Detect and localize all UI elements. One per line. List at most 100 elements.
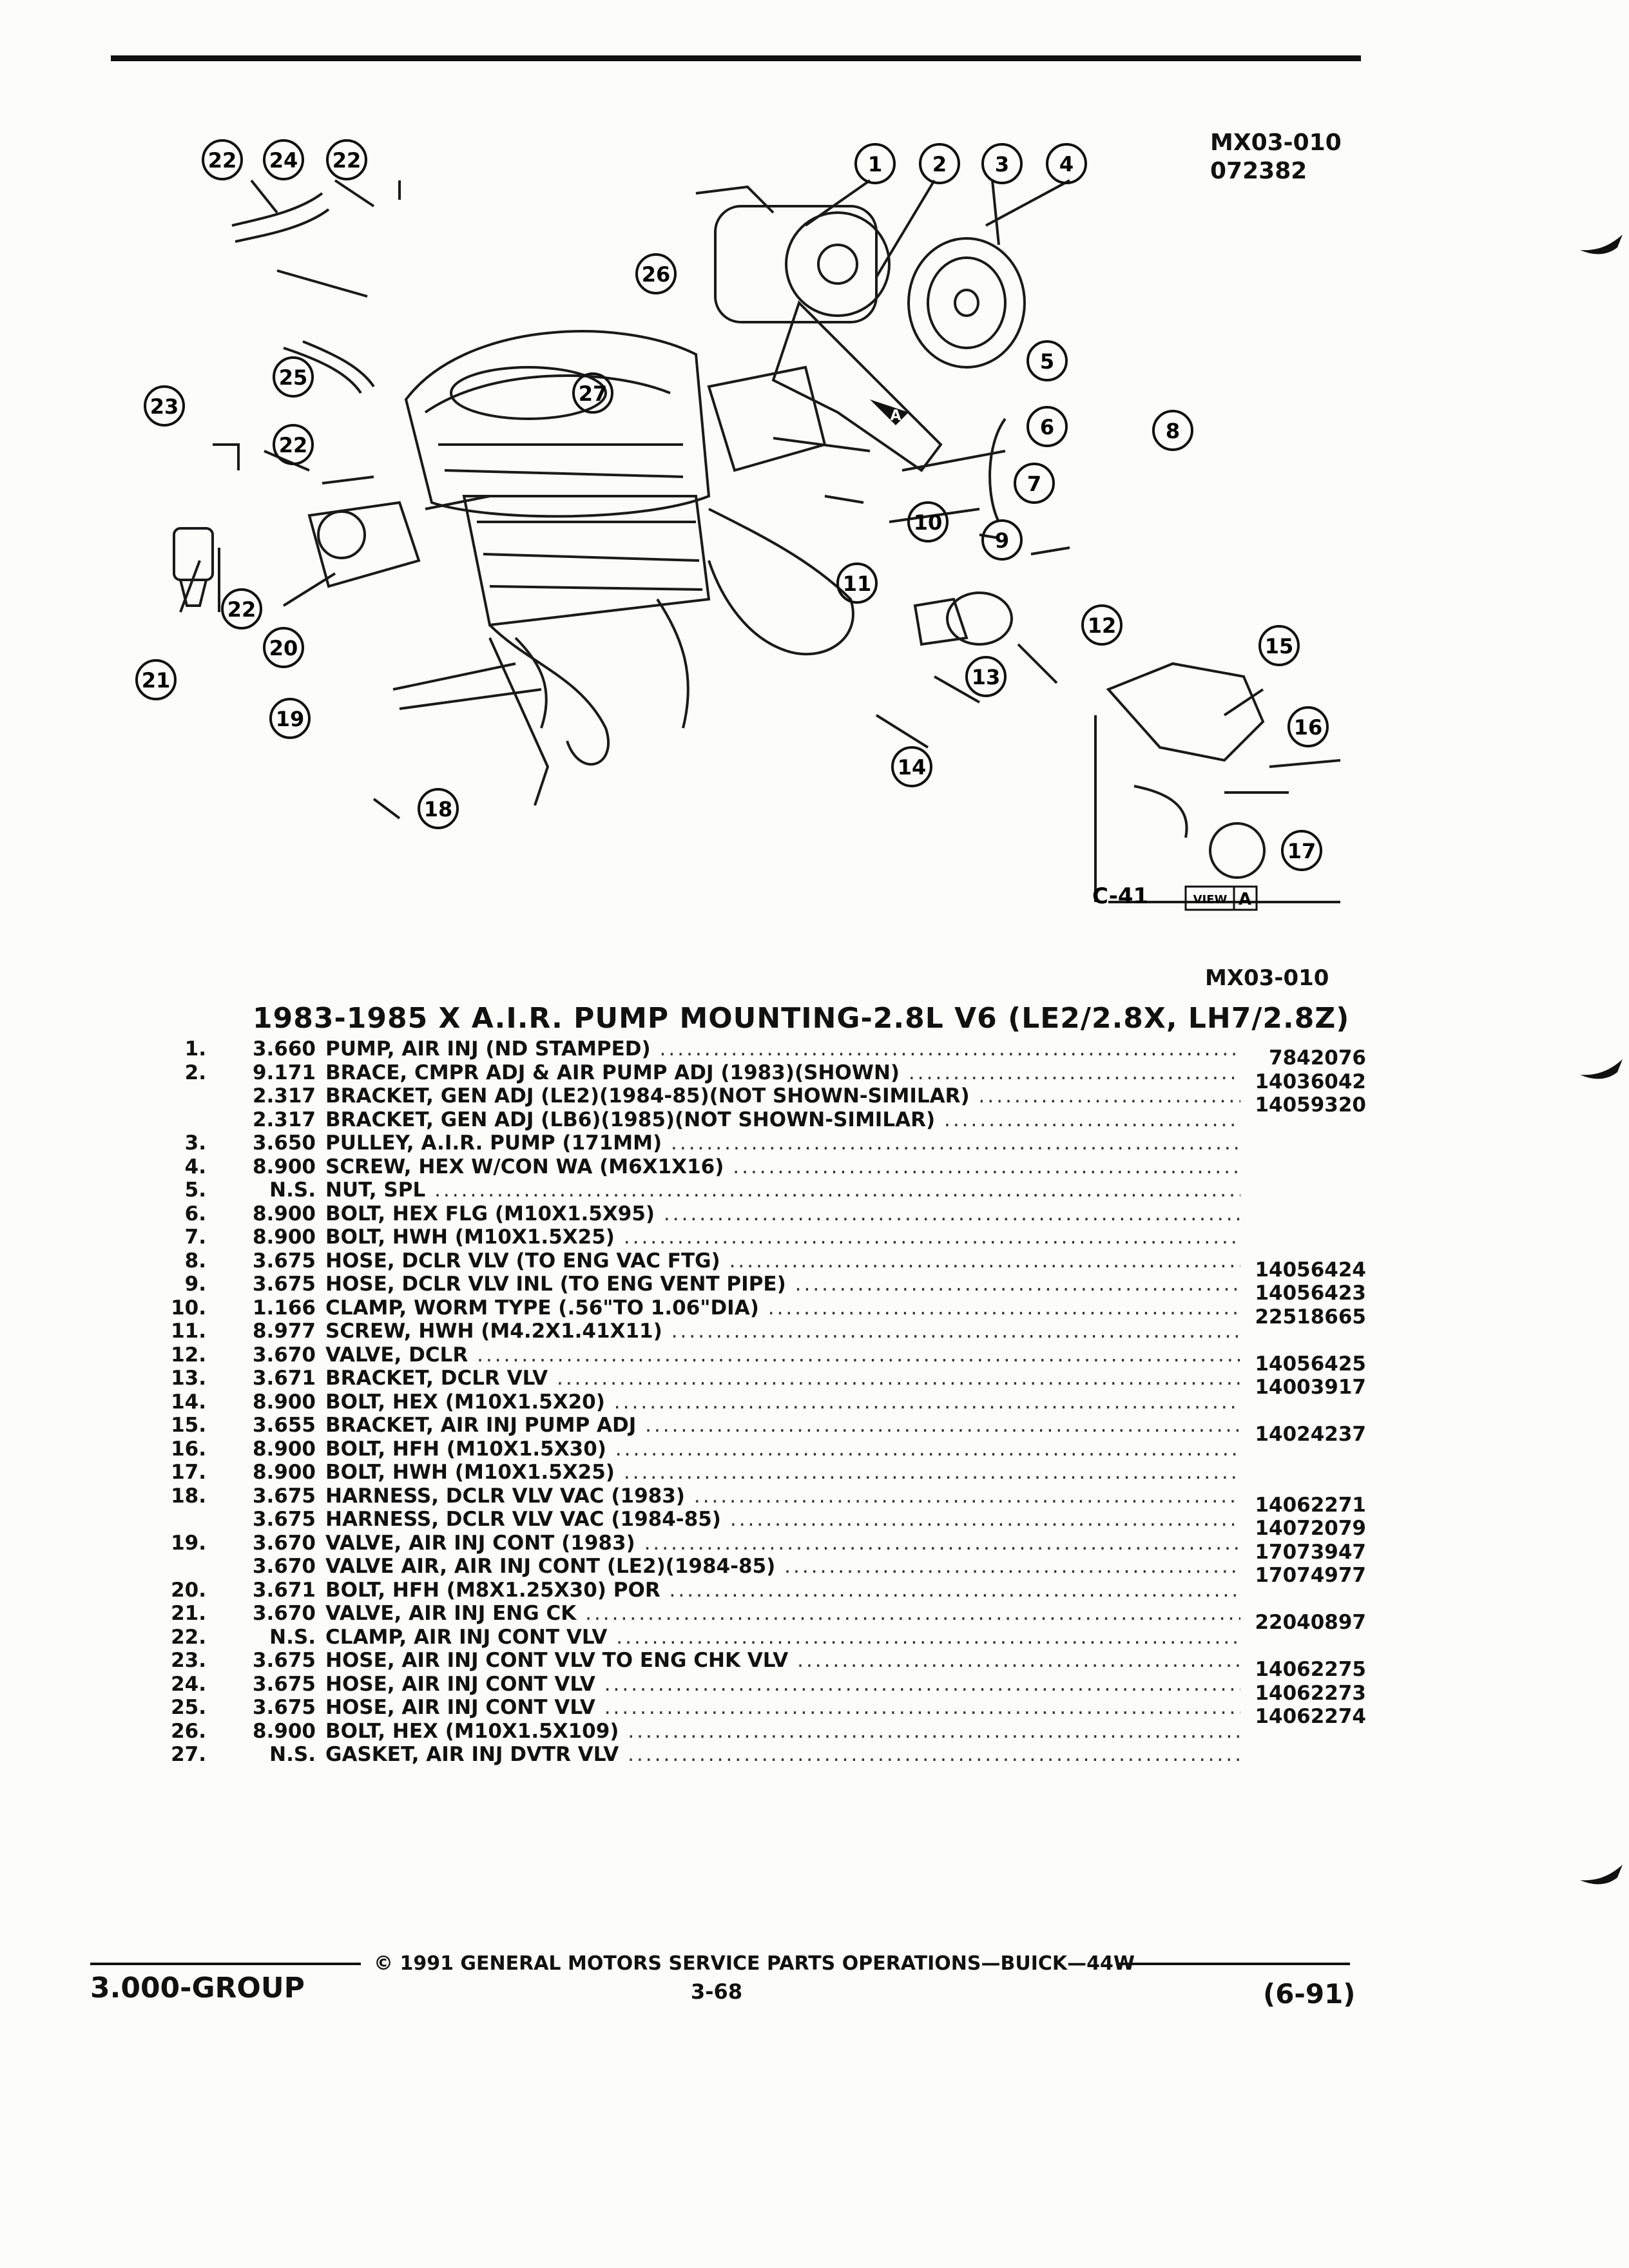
part-group-number: 3.670 xyxy=(252,1343,316,1367)
part-item-number: 11. xyxy=(171,1320,206,1343)
svg-text:25: 25 xyxy=(279,365,308,390)
drawing-date-code: 072382 xyxy=(1210,158,1307,184)
svg-text:17: 17 xyxy=(1287,839,1316,863)
callout-13: 13 xyxy=(965,656,1007,697)
part-group-number: 3.670 xyxy=(252,1555,316,1578)
leader-dots: ........................................… xyxy=(604,1672,1240,1696)
part-detail: , CMPR ADJ & AIR PUMP ADJ (1983)(SHOWN) xyxy=(400,1061,900,1084)
drawing-id-bottom: MX03-010 xyxy=(1205,965,1329,991)
part-name: CLAMP xyxy=(325,1296,400,1320)
top-rule xyxy=(111,55,1361,61)
part-group-number: 3.671 xyxy=(252,1367,316,1390)
leader-dots: ........................................… xyxy=(943,1108,1240,1131)
part-item-number: 16. xyxy=(171,1437,206,1461)
svg-text:22: 22 xyxy=(279,433,308,457)
part-detail: , HEX (M10X1.5X20) xyxy=(378,1390,605,1414)
svg-text:20: 20 xyxy=(269,636,298,660)
leader-dots: ........................................… xyxy=(628,1719,1240,1743)
part-item-number: 7. xyxy=(184,1225,206,1249)
svg-text:19: 19 xyxy=(276,707,305,731)
leader-dots: ........................................… xyxy=(978,1084,1240,1108)
svg-text:5: 5 xyxy=(1040,349,1054,374)
binder-mark xyxy=(1580,1059,1623,1079)
part-detail: , HEX (M10X1.5X109) xyxy=(378,1719,619,1743)
part-group-number: 3.670 xyxy=(252,1531,316,1555)
part-description: HOSE, AIR INJ CONT VLV .................… xyxy=(325,1673,1240,1696)
part-item-number: 8. xyxy=(184,1249,206,1273)
part-group-number: 3.675 xyxy=(252,1273,316,1296)
leader-dots: ........................................… xyxy=(797,1649,1240,1672)
leader-dots: ........................................… xyxy=(693,1484,1240,1508)
part-description: BOLT, HWH (M10X1.5X25) .................… xyxy=(325,1225,1240,1249)
callout-22: 22 xyxy=(202,139,243,180)
leader-dots: ........................................… xyxy=(556,1367,1240,1390)
part-item-number: 20. xyxy=(171,1578,206,1602)
part-number: 14062275 xyxy=(1255,1658,1366,1681)
part-item-number: 17. xyxy=(171,1461,206,1484)
part-number: 22518665 xyxy=(1255,1305,1366,1329)
part-item-number: 3. xyxy=(184,1131,206,1155)
callout-24: 25 xyxy=(273,356,314,398)
part-detail: , HEX FLG (M10X1.5X95) xyxy=(378,1202,655,1225)
part-name: VALVE xyxy=(325,1602,394,1625)
part-group-number: 3.671 xyxy=(252,1578,316,1602)
part-name: BOLT xyxy=(325,1437,378,1461)
part-name: VALVE xyxy=(325,1343,394,1367)
part-number: 14062273 xyxy=(1255,1681,1366,1705)
callout-23: 23 xyxy=(144,385,185,427)
leader-dots: ........................................… xyxy=(908,1061,1240,1084)
part-detail: , AIR INJ PUMP ADJ xyxy=(426,1414,637,1437)
part-group-number: 8.900 xyxy=(252,1461,316,1484)
svg-text:VIEW: VIEW xyxy=(1193,893,1228,907)
engine-drawing xyxy=(173,179,1341,903)
callout-3: 3 xyxy=(981,143,1023,184)
part-item-number: 2. xyxy=(184,1061,206,1084)
part-number: 14056423 xyxy=(1255,1282,1366,1305)
part-item-number: 21. xyxy=(171,1602,206,1625)
callout-20: 20 xyxy=(263,627,304,668)
part-detail: , GEN ADJ (LB6)(1985)(NOT SHOWN-SIMILAR) xyxy=(426,1108,936,1131)
part-name: BOLT xyxy=(325,1225,378,1249)
part-group-number: 8.900 xyxy=(252,1202,316,1225)
svg-text:1: 1 xyxy=(868,152,882,177)
part-item-number: 15. xyxy=(171,1414,206,1437)
part-description: HOSE, DCLR VLV (TO ENG VAC FTG) ........… xyxy=(325,1249,1240,1273)
part-group-number: 3.660 xyxy=(252,1037,316,1061)
part-item-number: 22. xyxy=(171,1625,206,1649)
part-row: 22.N.S.CLAMP, AIR INJ CONT VLV .........… xyxy=(155,1626,1366,1649)
part-detail: , DCLR xyxy=(394,1343,468,1367)
callout-22: 22 xyxy=(326,139,367,180)
part-name: SCREW xyxy=(325,1320,404,1343)
part-group-number: 3.650 xyxy=(252,1131,316,1155)
svg-text:A: A xyxy=(1239,890,1251,909)
svg-text:12: 12 xyxy=(1088,613,1117,638)
part-name: HOSE xyxy=(325,1672,387,1696)
part-group-number: 9.171 xyxy=(252,1061,316,1084)
part-detail: , HWH (M4.2X1.41X11) xyxy=(403,1320,662,1343)
part-description: BRACE, CMPR ADJ & AIR PUMP ADJ (1983)(SH… xyxy=(325,1061,1240,1084)
svg-text:22: 22 xyxy=(227,597,256,622)
callout-6: 6 xyxy=(1027,406,1068,447)
part-detail: , HFH (M8X1.25X30) POR xyxy=(378,1578,660,1602)
callout-14: 14 xyxy=(891,746,932,787)
part-name: VALVE AIR xyxy=(325,1555,440,1578)
part-description: BRACKET, GEN ADJ (LE2)(1984-85)(NOT SHOW… xyxy=(325,1084,1240,1108)
svg-text:22: 22 xyxy=(208,148,237,173)
svg-text:24: 24 xyxy=(269,148,298,173)
view-label-box: VIEW A xyxy=(1184,885,1258,911)
part-description: NUT, SPL ...............................… xyxy=(325,1178,1240,1202)
part-name: HOSE xyxy=(325,1273,387,1296)
part-item-number: 6. xyxy=(184,1202,206,1225)
callout-10: 10 xyxy=(907,501,949,543)
part-name: BRACE xyxy=(325,1061,400,1084)
part-description: BRACKET, GEN ADJ (LB6)(1985)(NOT SHOWN-S… xyxy=(325,1108,1240,1131)
svg-text:9: 9 xyxy=(995,528,1009,553)
part-name: BOLT xyxy=(325,1578,378,1602)
svg-text:18: 18 xyxy=(424,797,453,822)
svg-text:15: 15 xyxy=(1265,634,1294,658)
part-detail: , DCLR VLV VAC (1984-85) xyxy=(431,1508,721,1531)
